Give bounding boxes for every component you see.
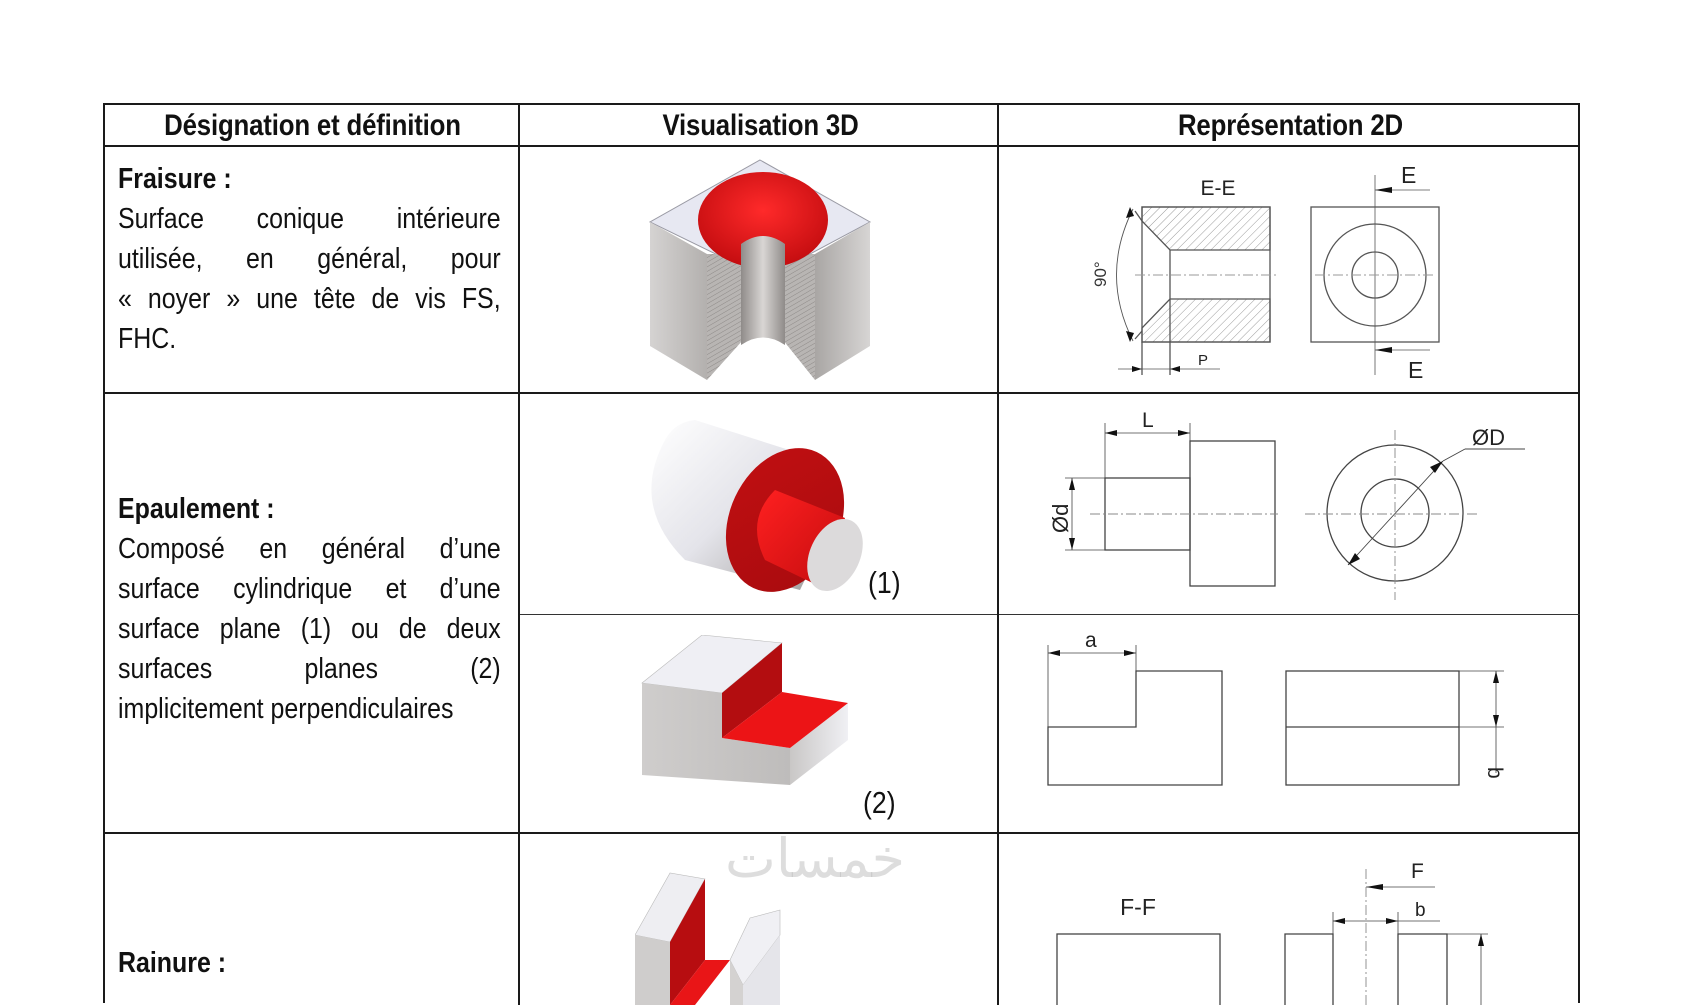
section-left — [707, 254, 743, 380]
section-right — [783, 254, 815, 380]
width-label: a — [1085, 629, 1097, 652]
rainure-2d-drawing: F-F F b — [1056, 860, 1488, 1005]
variant-1-caption: (1) — [868, 565, 901, 600]
epaulement-2-3d-render — [641, 635, 848, 785]
column-divider-1 — [518, 105, 520, 1005]
variant-2-caption: (2) — [863, 785, 896, 820]
features-table: Désignation et définition Visualisation … — [103, 103, 1580, 1005]
section-label: F-F — [1120, 894, 1156, 920]
width-label: b — [1415, 900, 1426, 921]
cut-label-bottom: E — [1408, 357, 1423, 383]
angle-label: 90° — [1091, 261, 1110, 287]
header-2d: Représentation 2D — [1177, 109, 1404, 142]
header-divider — [105, 145, 1580, 147]
cut-label-top: E — [1401, 162, 1416, 188]
column-divider-2 — [997, 105, 999, 1005]
fraisure-2d-drawing: E-E 90° P E E — [1091, 162, 1440, 383]
row-divider-1 — [105, 392, 1580, 394]
epaulement-1-2d-drawing: L Ød ØD — [1048, 409, 1525, 600]
countersink-cone — [698, 172, 828, 268]
left-face — [650, 222, 707, 380]
right-face — [815, 222, 870, 380]
left-block-front — [635, 935, 670, 1005]
vertical-red-face — [722, 643, 782, 738]
front-face — [642, 683, 790, 785]
shaft-end — [807, 518, 863, 592]
epaulement-title: Epaulement : — [118, 493, 275, 525]
epaulement-1-3d-render — [651, 420, 863, 592]
document-page: Désignation et définition Visualisation … — [103, 103, 1580, 1005]
definition-line: implicitement perpendiculaires — [118, 693, 454, 725]
fraisure-3d-render — [648, 159, 872, 380]
watermark: خمسات — [725, 827, 906, 890]
small-diameter-label: Ød — [1048, 504, 1073, 533]
fraisure-title: Fraisure : — [118, 163, 232, 195]
section-label: E-E — [1200, 177, 1235, 200]
depth-label: P — [1198, 352, 1208, 369]
header-designation: Désignation et définition — [164, 109, 461, 142]
subrow-divider — [520, 614, 1580, 615]
row-divider-2 — [105, 832, 1580, 834]
horizontal-red-face — [722, 692, 848, 748]
height-label: b — [1483, 767, 1506, 779]
cut-label: F — [1411, 860, 1424, 883]
bore — [741, 236, 785, 345]
length-label: L — [1142, 409, 1154, 432]
epaulement-2-2d-drawing: a b — [1047, 629, 1506, 786]
definition-line: FHC. — [118, 323, 177, 355]
header-3d: Visualisation 3D — [662, 109, 859, 142]
rainure-definition: Rainure : — [118, 943, 501, 983]
side-face — [790, 703, 848, 785]
rainure-title: Rainure : — [118, 947, 227, 979]
large-diameter-label: ØD — [1472, 425, 1505, 450]
